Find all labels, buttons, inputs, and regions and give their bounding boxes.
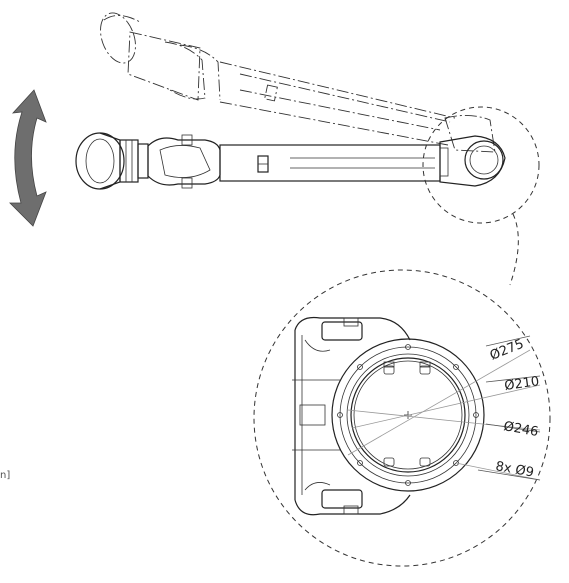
detail-callout-small [422, 106, 540, 224]
callout-leader-line [509, 213, 519, 286]
dimension-d210-label: Ø210 [503, 374, 540, 394]
detail-callout-large [253, 269, 551, 567]
dimension-holes-label: 8x Ø9 [494, 459, 535, 480]
double-curved-arrow-icon [9, 89, 47, 227]
dimension-lines [347, 335, 541, 481]
dimension-d275-label: Ø275 [488, 337, 526, 364]
cut-off-label: n] [0, 470, 10, 481]
arm-main-position [75, 132, 506, 190]
dimension-d246-label: Ø246 [502, 419, 539, 440]
arm-ghost-position [100, 12, 496, 153]
flange-detail-view [292, 316, 485, 516]
